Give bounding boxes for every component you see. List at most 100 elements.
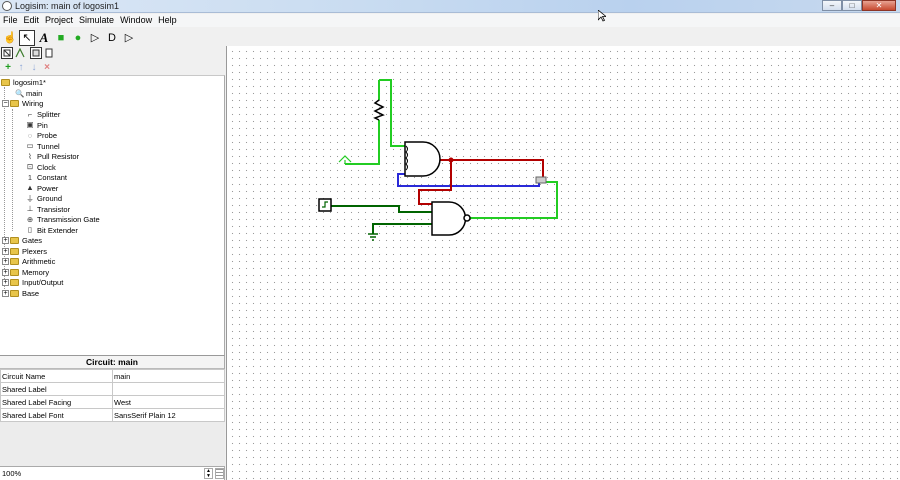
- attribute-value[interactable]: SansSerif Plain 12: [112, 408, 225, 422]
- splitter: [535, 176, 547, 184]
- text-tool-icon[interactable]: A: [39, 29, 49, 45]
- simulation-view-icon[interactable]: [14, 47, 26, 59]
- expand-icon[interactable]: +: [2, 247, 9, 255]
- add-circuit-icon[interactable]: +: [5, 62, 11, 73]
- circuit-layout-icon[interactable]: [30, 47, 42, 59]
- attribute-row[interactable]: Shared Label Facing West: [0, 395, 225, 409]
- wiring-item-label: Clock: [37, 162, 56, 172]
- zoom-spinner[interactable]: ▲▼: [204, 468, 213, 479]
- input-pin: [318, 198, 332, 212]
- expand-icon[interactable]: +: [2, 258, 9, 265]
- folder-node-arithmetic[interactable]: +Arithmetic: [2, 256, 55, 267]
- expand-icon[interactable]: +: [2, 268, 9, 276]
- folder-node-plexers[interactable]: + Plexers: [2, 246, 47, 257]
- menu-simulate[interactable]: Simulate: [79, 15, 115, 25]
- not-gate-icon[interactable]: ▷: [90, 32, 100, 44]
- wiring-item-label: Constant: [37, 173, 68, 182]
- wiring-item-bit-extender[interactable]: ▯Bit Extender: [26, 225, 78, 236]
- attribute-empty-area: [0, 422, 225, 466]
- wiring-item-label: Transmission Gate: [37, 215, 100, 224]
- menu-edit[interactable]: Edit: [23, 15, 40, 25]
- wiring-folder-node[interactable]: − Wiring: [2, 98, 43, 109]
- attribute-row[interactable]: Shared Label Font SansSerif Plain 12: [0, 408, 225, 422]
- close-button[interactable]: ✕: [862, 0, 896, 11]
- view-toolbar: [0, 46, 226, 60]
- circuit-canvas[interactable]: [226, 46, 900, 480]
- menu-file[interactable]: File: [3, 15, 18, 25]
- grid-toggle-icon[interactable]: [215, 468, 224, 479]
- appearance-view-icon[interactable]: [43, 47, 55, 59]
- wiring-item-pin[interactable]: ▣Pin: [26, 120, 47, 131]
- wire-output: [468, 181, 558, 219]
- folder-icon: [10, 247, 19, 255]
- circuit-drawing: [318, 79, 558, 241]
- expand-icon[interactable]: +: [2, 279, 9, 286]
- pull-resistor: [373, 99, 385, 121]
- move-up-icon[interactable]: ↑: [18, 62, 24, 73]
- probe-icon: ◌: [27, 130, 33, 140]
- wire-junction: [448, 157, 454, 163]
- folder-node-gates[interactable]: + Gates: [2, 235, 42, 246]
- attribute-panel: Circuit: main Circuit Name main Shared L…: [0, 355, 225, 466]
- wiring-item-splitter[interactable]: ⌐Splitter: [26, 109, 61, 120]
- menu-bar: File Edit Project Simulate Window Help: [0, 14, 900, 27]
- menu-window[interactable]: Window: [120, 15, 153, 25]
- folder-icon: [10, 279, 19, 286]
- wiring-item-transistor[interactable]: ⊥Transistor: [26, 204, 70, 215]
- power-symbol: [338, 155, 352, 164]
- attribute-value[interactable]: main: [112, 369, 225, 383]
- poke-tool-icon[interactable]: ☝: [3, 32, 17, 44]
- maximize-button[interactable]: □: [842, 0, 862, 11]
- wiring-item-tunnel[interactable]: ▭Tunnel: [26, 141, 60, 152]
- and-gate-icon[interactable]: D: [108, 31, 116, 44]
- folder-label: Plexers: [22, 246, 48, 256]
- window-title: Logisim: main of logosim1: [15, 1, 120, 11]
- folder-node-base[interactable]: + Base: [2, 288, 39, 299]
- folder-icon: [10, 289, 19, 297]
- bit-extender-icon: ▯: [27, 225, 33, 234]
- folder-node-memory[interactable]: +Memory: [2, 267, 49, 278]
- input-pin-icon[interactable]: ■: [57, 31, 65, 44]
- menu-project[interactable]: Project: [45, 15, 74, 25]
- folder-label: Base: [22, 288, 40, 298]
- attribute-row[interactable]: Circuit Name main: [0, 369, 225, 383]
- pin-icon: ▣: [26, 120, 34, 129]
- attribute-row[interactable]: Shared Label: [0, 382, 225, 396]
- wiring-item-label: Power: [37, 183, 59, 193]
- and-gate: [404, 141, 441, 177]
- output-pin-icon[interactable]: ●: [74, 31, 82, 44]
- minimize-button[interactable]: –: [822, 0, 842, 11]
- wiring-item-probe[interactable]: ◌Probe: [26, 130, 57, 141]
- move-down-icon[interactable]: ↓: [31, 62, 37, 73]
- collapse-icon[interactable]: −: [2, 100, 9, 107]
- folder-label: Wiring: [22, 99, 44, 108]
- folder-label: Gates: [22, 236, 43, 245]
- toolbox-view-icon[interactable]: [1, 47, 13, 59]
- attribute-value[interactable]: West: [112, 395, 225, 409]
- circuit-main-node[interactable]: 🔍 main: [15, 88, 42, 99]
- nand-gate: [431, 201, 471, 236]
- wiring-item-pull-resistor[interactable]: ⌇Pull Resistor: [26, 151, 79, 162]
- wiring-item-label: Tunnel: [37, 141, 60, 151]
- select-tool-icon[interactable]: ↖: [19, 29, 35, 46]
- or-gate-icon[interactable]: ▷: [124, 32, 134, 44]
- folder-node-input-output[interactable]: +Input/Output: [2, 277, 63, 288]
- zoom-level[interactable]: 100%: [2, 469, 22, 478]
- wiring-item-transmission-gate[interactable]: ⊕Transmission Gate: [26, 214, 100, 225]
- project-node[interactable]: logosim1*: [1, 77, 46, 88]
- attribute-header: Circuit: main: [0, 356, 224, 369]
- delete-circuit-icon[interactable]: ×: [44, 62, 50, 73]
- wiring-item-ground[interactable]: ⏚Ground: [26, 193, 62, 204]
- expand-icon[interactable]: +: [2, 237, 9, 244]
- menu-help[interactable]: Help: [158, 15, 177, 25]
- wiring-item-power[interactable]: ▲Power: [26, 183, 58, 194]
- wiring-item-clock[interactable]: ⊡Clock: [26, 162, 56, 173]
- logisim-app-icon: [2, 1, 12, 11]
- attribute-value[interactable]: [112, 382, 225, 396]
- wiring-item-label: Ground: [37, 194, 63, 203]
- wiring-item-label: Transistor: [37, 204, 71, 214]
- expand-icon[interactable]: +: [2, 289, 9, 297]
- tunnel-icon: ▭: [26, 141, 34, 150]
- attribute-table: Circuit Name main Shared Label Shared La…: [0, 369, 225, 422]
